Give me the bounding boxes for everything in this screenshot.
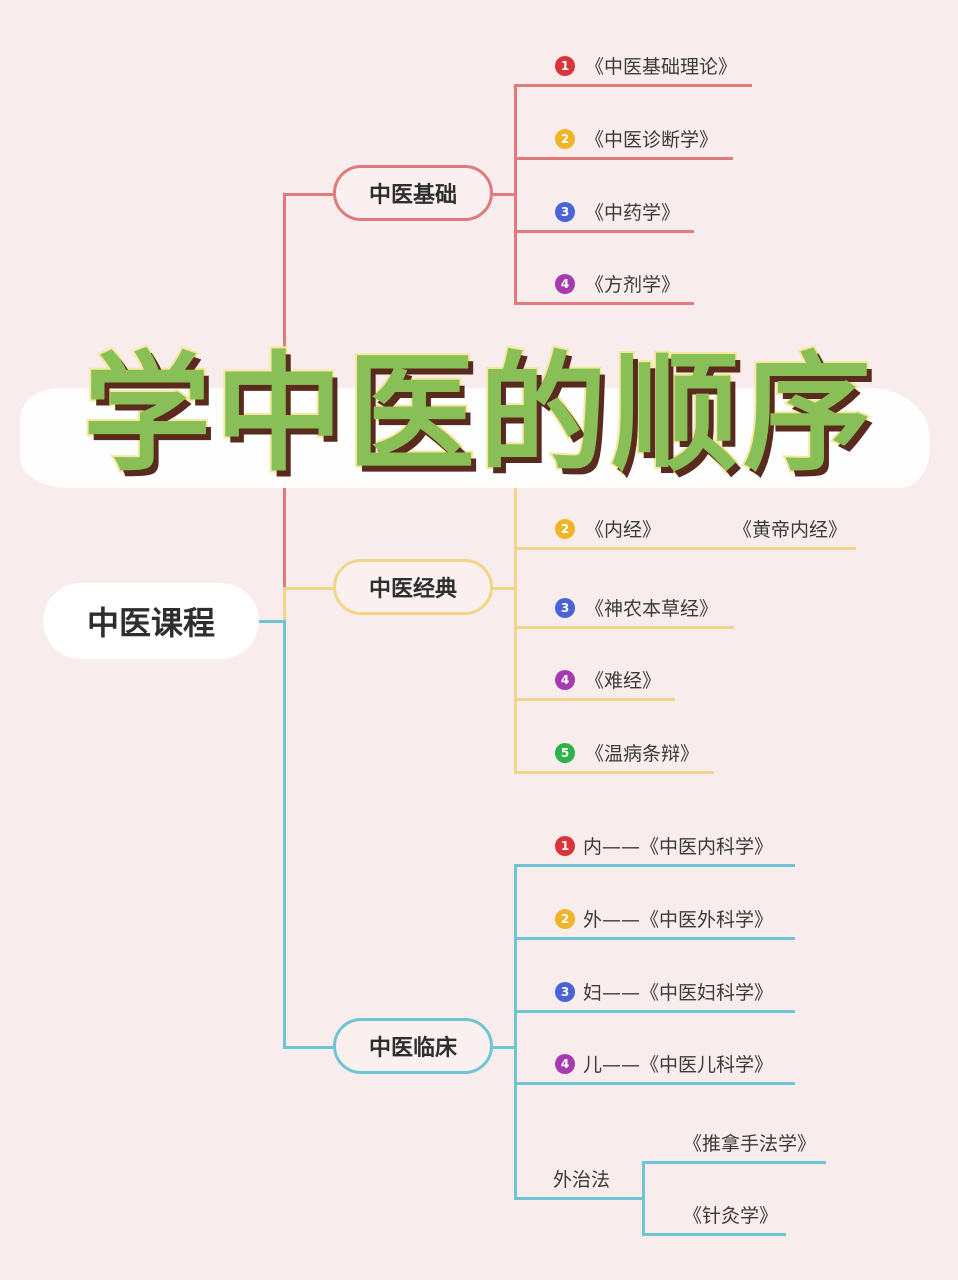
item-label: 外——《中医外科学》 [583,909,774,931]
number-badge-icon: 3 [555,201,575,222]
connector-line [514,157,733,160]
item-label: 内——《中医内科学》 [583,836,774,858]
number-badge-icon: 1 [555,55,575,76]
list-item[interactable]: 3 妇——《中医妇科学》 [555,978,773,1005]
item-label: 《中医基础理论》 [585,56,738,78]
connector-line [642,1161,826,1164]
branch-node-basics[interactable]: 中医基础 [333,165,493,221]
connector-line [259,620,286,623]
list-item[interactable]: 1 《中医基础理论》 [555,52,737,79]
connector-line [514,771,714,774]
item-label: 妇——《中医妇科学》 [583,982,774,1004]
list-item[interactable]: 《针灸学》 [683,1205,779,1227]
branch-node-classics[interactable]: 中医经典 [333,559,493,615]
list-item[interactable]: 4 儿——《中医儿科学》 [555,1050,773,1077]
connector-line [283,193,333,196]
connector-line [514,698,675,701]
sub-branch-label[interactable]: 外治法 [553,1169,611,1191]
number-badge-icon: 4 [555,273,575,294]
number-badge-icon: 2 [555,128,575,149]
item-label: 《温病条辩》 [585,743,700,765]
number-badge-icon: 2 [555,908,575,929]
item-label: 儿——《中医儿科学》 [583,1054,774,1076]
branch-label: 中医经典 [368,577,457,602]
list-item[interactable]: 5 《温病条辩》 [555,739,699,766]
page-title: 学中医的顺序 [81,338,875,491]
item-label: 《神农本草经》 [585,598,719,620]
connector-line [642,1161,645,1235]
item-note: 《黄帝内经》 [733,519,848,541]
branch-label: 中医临床 [368,1036,457,1061]
number-badge-icon: 3 [555,981,575,1002]
connector-line [514,84,752,87]
connector-line [493,193,517,196]
list-item[interactable]: 2 《中医诊断学》 [555,125,718,152]
connector-line [514,937,795,940]
number-badge-icon: 4 [555,669,575,690]
title-backdrop [20,388,930,488]
connector-line [283,587,333,590]
connector-line [283,1046,333,1049]
item-label: 《难经》 [585,670,662,692]
connector-line [493,1046,517,1049]
list-item[interactable]: 3 《中药学》 [555,198,680,225]
number-badge-icon: 3 [555,597,575,618]
branch-node-clinical[interactable]: 中医临床 [333,1018,493,1074]
connector-line [514,864,795,867]
list-item[interactable]: 《推拿手法学》 [683,1133,817,1155]
list-item[interactable]: 3 《神农本草经》 [555,594,718,621]
list-item[interactable]: 2 《内经》 [555,515,661,542]
connector-line [493,587,517,590]
item-label: 《中医诊断学》 [585,129,719,151]
number-badge-icon: 1 [555,835,575,856]
connector-line [514,547,856,550]
list-item[interactable]: 1 内——《中医内科学》 [555,832,773,859]
connector-line [514,626,734,629]
root-label: 中医课程 [86,604,215,642]
connector-line [514,302,694,305]
connector-line [514,864,517,1199]
item-label: 《方剂学》 [585,274,681,296]
connector-line [514,84,517,304]
list-item[interactable]: 4 《难经》 [555,666,661,693]
connector-line [283,587,286,621]
list-item[interactable]: 2 外——《中医外科学》 [555,905,773,932]
number-badge-icon: 2 [555,518,575,539]
number-badge-icon: 5 [555,742,575,763]
connector-line [642,1233,786,1236]
number-badge-icon: 4 [555,1053,575,1074]
connector-line [514,1082,795,1085]
item-label: 《内经》 [585,519,662,541]
connector-line [514,230,694,233]
connector-line [283,620,286,1048]
connector-line [514,1010,795,1013]
branch-label: 中医基础 [368,183,457,208]
item-label: 《中药学》 [585,202,681,224]
list-item[interactable]: 4 《方剂学》 [555,270,680,297]
root-node[interactable]: 中医课程 [43,583,259,659]
connector-line [514,1197,644,1200]
